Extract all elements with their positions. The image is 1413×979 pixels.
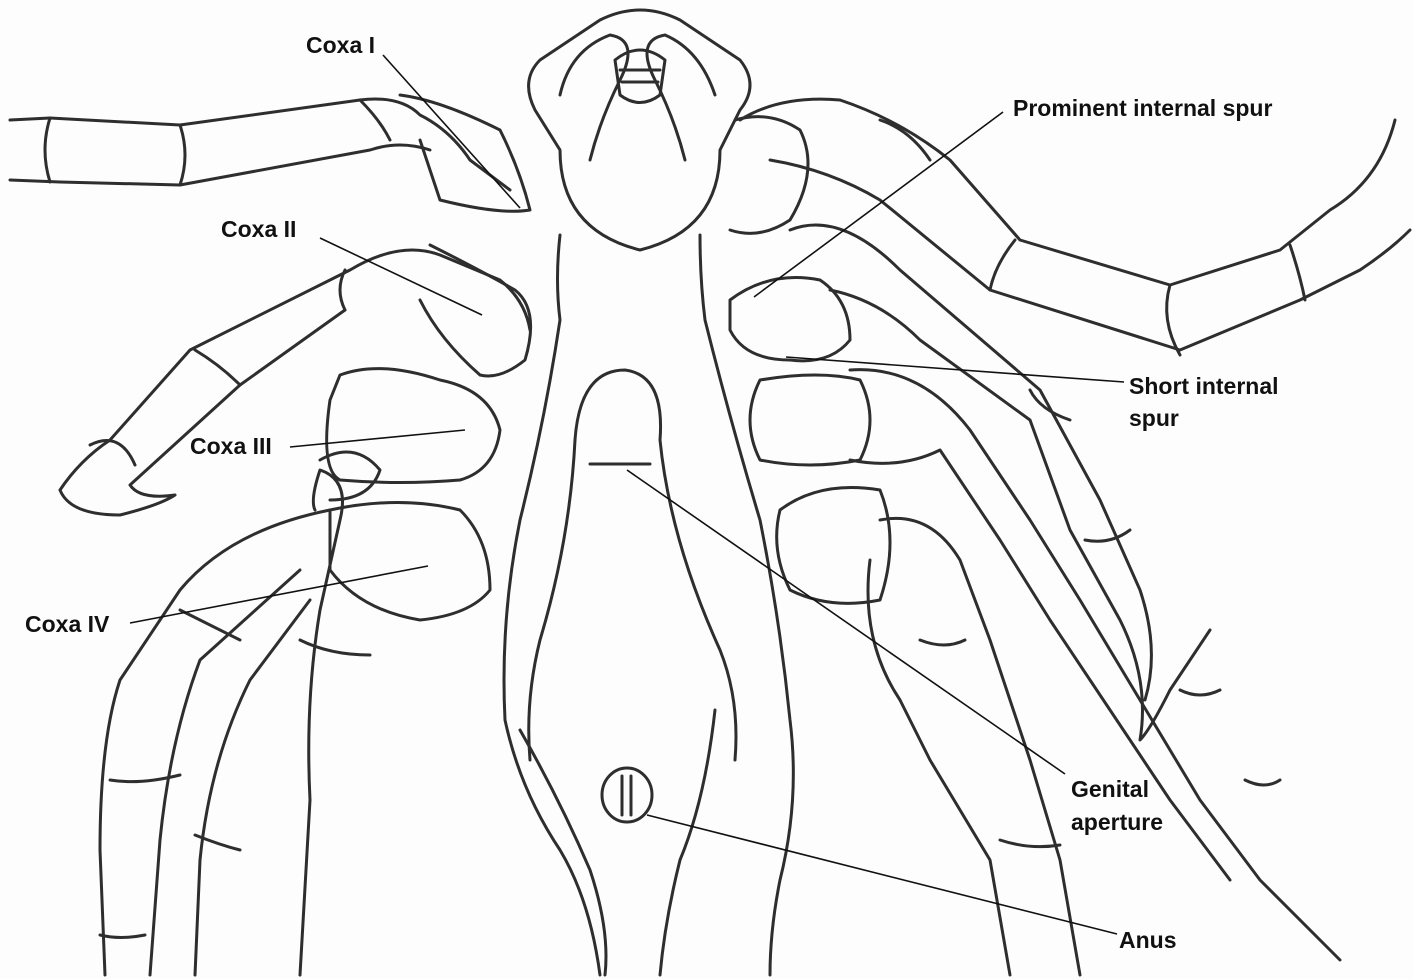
palp-left [558,33,630,162]
right-leg-3 [848,368,1342,962]
leader-lines [129,54,1125,935]
tick-body [502,8,795,977]
palp-right [645,33,717,162]
left-leg-4 [98,508,332,977]
coxa-1-right [728,115,810,235]
coxa-1-left [398,93,532,213]
label-coxa-ii: Coxa II [221,216,297,242]
body-outline-left [502,233,602,977]
right-legs [728,97,1412,977]
leader-short-spur [785,356,1125,383]
leader-coxa-iv [129,565,429,624]
capitulum [527,8,752,252]
leader-coxa-iii [289,429,466,448]
label-coxa-i: Coxa I [306,32,376,58]
hypostome [613,48,667,104]
label-prominent-internal-spur: Prominent internal spur [1013,95,1273,121]
label-short-internal-spur-line1: Short internal [1129,373,1279,399]
label-coxa-iii: Coxa III [190,433,272,459]
coxa-3-right [748,373,872,467]
leader-coxa-ii [319,237,483,316]
label-short-internal-spur-line2: spur [1129,405,1179,431]
coxa-3-left [325,367,502,484]
right-leg-4 [866,516,1082,977]
anus [600,766,654,824]
label-anus: Anus [1119,927,1177,953]
left-leg-2 [58,248,532,517]
coxa-2-right [728,276,852,363]
right-leg-1 [738,97,1412,352]
coxa-4-left [328,501,492,622]
leader-genital-aperture [626,469,1066,775]
left-leg-3 [193,468,344,977]
right-leg-2 [788,223,1212,742]
leader-prominent-spur [753,111,1004,298]
body-outline-right [698,233,795,977]
left-legs [8,93,533,977]
coxa-2-left [418,243,533,378]
label-genital-aperture-line2: aperture [1071,809,1164,835]
leader-anus [646,814,1118,935]
genital-groove [573,368,738,762]
label-coxa-iv: Coxa IV [25,611,110,637]
label-genital-aperture-line1: Genital [1071,776,1149,802]
coxa-4-right [775,486,892,605]
genital-groove-left [527,438,577,762]
leader-coxa-i [382,54,521,209]
